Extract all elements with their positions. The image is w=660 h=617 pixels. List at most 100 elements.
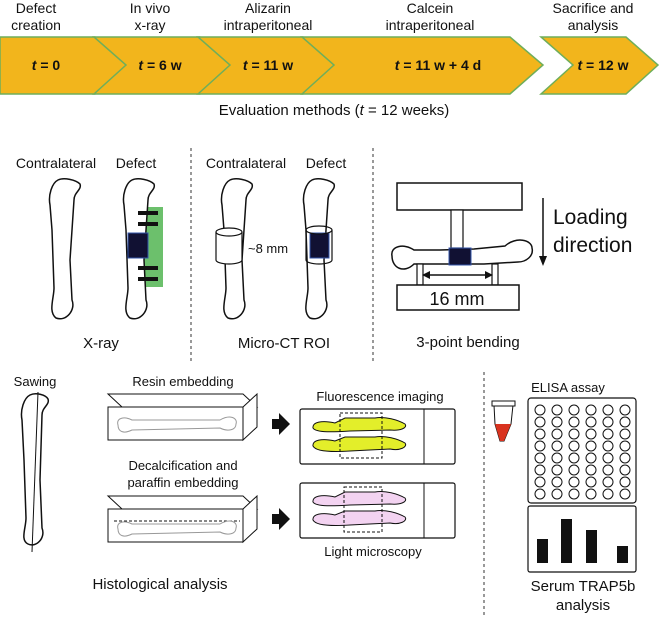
defect-site <box>127 232 149 259</box>
resin-label: Resin embedding <box>132 374 233 389</box>
roi-cylinder <box>215 232 243 265</box>
plate-well <box>585 476 597 488</box>
step-label: Sacrifice and <box>553 0 634 16</box>
plate-well <box>619 440 631 452</box>
step-label: analysis <box>568 17 619 33</box>
result-bar <box>561 519 572 563</box>
plate-well <box>551 464 563 476</box>
light-microscopy-label: Light microscopy <box>324 544 422 559</box>
elisa-plate <box>527 397 637 504</box>
roi-cylinder-top <box>305 225 333 235</box>
plate-well <box>619 488 631 500</box>
microct-panel: Contralateral Defect ~8 mm Micro-CT ROI <box>206 155 346 352</box>
step-value: t = 12 w <box>578 57 629 73</box>
plate-well <box>602 416 614 428</box>
plate-well <box>602 428 614 440</box>
xray-contralateral-label: Contralateral <box>16 155 96 171</box>
support-base <box>396 284 520 311</box>
plate-well <box>534 476 546 488</box>
plate-well <box>568 440 580 452</box>
plate-well <box>534 428 546 440</box>
timeline-step-4: Calcein intraperitoneal t = 11 w + 4 d <box>300 0 545 95</box>
plate-well <box>585 452 597 464</box>
plate-well <box>551 416 563 428</box>
plate-well <box>551 428 563 440</box>
elisa-caption: Serum TRAP5b <box>531 578 636 595</box>
microct-defect-label: Defect <box>306 155 347 171</box>
step-value: t = 0 <box>32 57 61 73</box>
result-bar <box>537 539 548 563</box>
elisa-panel: ELISA assay Serum TRAP5b analysis <box>491 380 637 614</box>
step-label: Alizarin <box>245 0 291 16</box>
step-label: In vivo <box>130 0 171 16</box>
paraffin-block-front <box>107 508 244 543</box>
plate-well <box>568 476 580 488</box>
plate-well <box>585 404 597 416</box>
serum-sample <box>495 424 511 441</box>
plate-well <box>602 440 614 452</box>
step-label: Calcein <box>407 0 454 16</box>
step-value: t = 11 w + 4 d <box>395 57 481 73</box>
step-value: t = 11 w <box>243 57 293 73</box>
plate-well <box>619 428 631 440</box>
loading-label: direction <box>553 234 632 257</box>
plate-well <box>568 428 580 440</box>
span-arrowhead-right <box>485 271 493 279</box>
timeline: Defect creation t = 0 In vivo x-ray t = … <box>0 0 660 95</box>
elisa-title: ELISA assay <box>531 380 605 395</box>
timeline-step-3: Alizarin intraperitoneal t = 11 w <box>196 0 338 95</box>
plate-well <box>551 440 563 452</box>
resin-block-top <box>106 393 259 408</box>
plate-well <box>602 476 614 488</box>
microct-contralateral-label: Contralateral <box>206 155 286 171</box>
evaluation-heading: Evaluation methods (t = 12 weeks) <box>219 102 450 119</box>
bending-panel: 16 mm Loading direction 3-point bending <box>391 182 632 351</box>
result-bar <box>617 546 628 563</box>
loading-pin <box>450 209 464 249</box>
result-chart-frame <box>527 505 637 573</box>
loading-direction-arrowhead <box>539 256 547 266</box>
sawing-label: Sawing <box>14 374 57 389</box>
span-label: 16 mm <box>429 289 484 309</box>
plate-well <box>568 416 580 428</box>
plate-well <box>585 464 597 476</box>
plate-well <box>534 440 546 452</box>
plate-well <box>551 488 563 500</box>
plate-well <box>602 404 614 416</box>
roi-cylinder-top <box>215 227 243 237</box>
plate-well <box>585 416 597 428</box>
plate-well <box>602 488 614 500</box>
plate-well <box>534 452 546 464</box>
plate-well <box>568 464 580 476</box>
tube-cap <box>491 400 516 407</box>
plate-well <box>534 416 546 428</box>
roi-length-label: ~8 mm <box>248 241 288 256</box>
bending-caption: 3-point bending <box>416 334 519 351</box>
support-pin-right <box>491 263 499 286</box>
contralateral-femur-outline <box>48 178 82 320</box>
plate-well <box>534 464 546 476</box>
plate-well <box>551 404 563 416</box>
timeline-step-5: Sacrifice and analysis t = 12 w <box>539 0 660 95</box>
decalc-label: Decalcification and <box>128 458 237 473</box>
plate-well <box>551 452 563 464</box>
plate-well <box>585 488 597 500</box>
paraffin-block-top <box>106 495 259 510</box>
plate-well <box>619 416 631 428</box>
step-label: Defect <box>16 0 57 16</box>
timeline-arrow <box>539 36 660 95</box>
plate-well <box>568 404 580 416</box>
step-label: creation <box>11 17 61 33</box>
step-value: t = 6 w <box>138 57 181 73</box>
xray-caption: X-ray <box>83 335 119 352</box>
plate-wells <box>534 404 631 500</box>
result-bar <box>586 530 597 563</box>
decalc-label: paraffin embedding <box>127 475 238 490</box>
elisa-caption: analysis <box>556 597 610 614</box>
plate-well <box>619 404 631 416</box>
imaging-roi <box>343 486 383 533</box>
defect-site <box>309 232 330 259</box>
timeline-arrow <box>300 36 545 95</box>
plate-well <box>534 404 546 416</box>
